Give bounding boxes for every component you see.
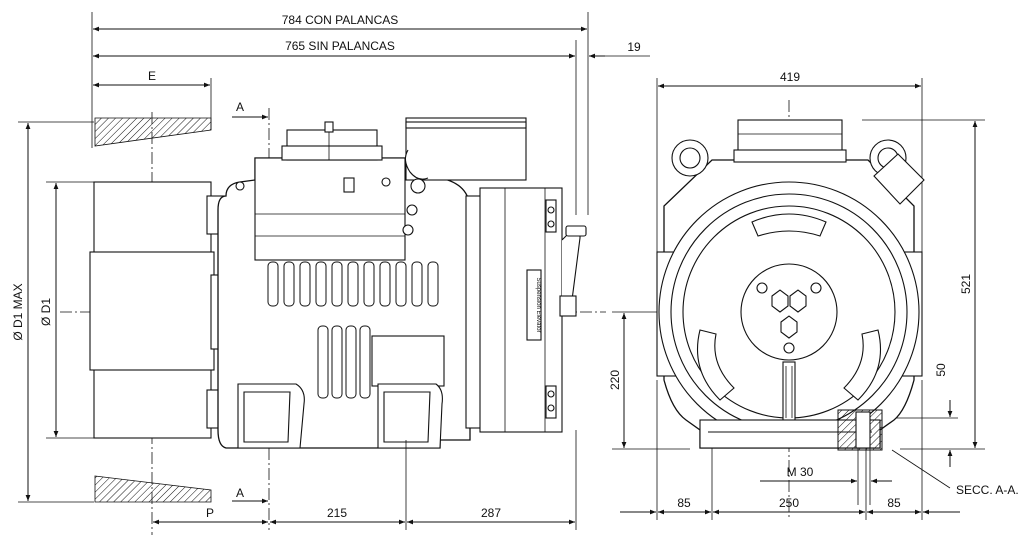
dim-thread-m30: M 30	[760, 448, 892, 505]
dim-419-label: 419	[780, 70, 800, 84]
dim-m30-label: M 30	[787, 465, 814, 479]
dim-base-50: 50	[895, 363, 958, 467]
dim-p-label: P	[206, 506, 214, 520]
dim-axis-220: 220	[608, 311, 690, 450]
cooling-fins-lower	[317, 325, 445, 399]
dim-lever-offset: 19	[560, 40, 650, 59]
cooling-fins-upper	[267, 261, 439, 307]
dim-base-front: 85 250 85	[620, 380, 960, 520]
dim-d1max-label: Ø D1 MAX	[11, 283, 25, 340]
front-view: 419 521 220 50	[608, 70, 1019, 520]
dim-85-left-label: 85	[677, 496, 691, 510]
dim-overall-with-levers: 784 CON PALANCAS	[91, 12, 589, 215]
section-a-top: A	[232, 100, 268, 120]
section-a-a-label: SECC. A-A.	[956, 483, 1019, 497]
traction-sheave	[89, 181, 228, 439]
dim-width-419: 419	[656, 70, 923, 252]
dim-d1max: Ø D1 MAX	[11, 121, 94, 503]
dim-e-label: E	[148, 69, 156, 83]
dim-220-label: 220	[608, 370, 622, 390]
dim-215-label: 215	[327, 506, 347, 520]
dim-d1-label: Ø D1	[39, 298, 53, 326]
dim-bottom-side: P 215 287	[153, 430, 577, 530]
dim-250-label: 250	[779, 496, 799, 510]
dim-784-label: 784 CON PALANCAS	[282, 13, 399, 27]
dim-50-label: 50	[934, 363, 948, 377]
dim-19-label: 19	[627, 40, 641, 54]
side-view: 784 CON PALANCAS 765 SIN PALANCAS 19 E A…	[11, 12, 650, 535]
section-leader: SECC. A-A.	[891, 449, 1019, 497]
section-a-bottom-label: A	[236, 486, 244, 500]
brake-drum: Suspension Elevator	[465, 187, 587, 433]
dim-overall-without-levers: 765 SIN PALANCAS	[93, 39, 577, 215]
dim-85-right-label: 85	[887, 496, 901, 510]
groove-wedge-bottom	[94, 475, 212, 503]
name-plate-text: Suspension Elevator	[535, 277, 541, 332]
dim-height-521: 521	[862, 119, 985, 450]
dim-765-label: 765 SIN PALANCAS	[285, 39, 395, 53]
section-a-top-label: A	[236, 100, 244, 114]
groove-wedge-top	[94, 117, 212, 147]
dim-521-label: 521	[959, 274, 973, 294]
section-a-bottom: A	[232, 486, 268, 504]
motor-feet	[237, 383, 443, 449]
dim-d1: Ø D1	[39, 181, 96, 439]
front-housing	[656, 119, 925, 451]
dim-287-label: 287	[481, 506, 501, 520]
